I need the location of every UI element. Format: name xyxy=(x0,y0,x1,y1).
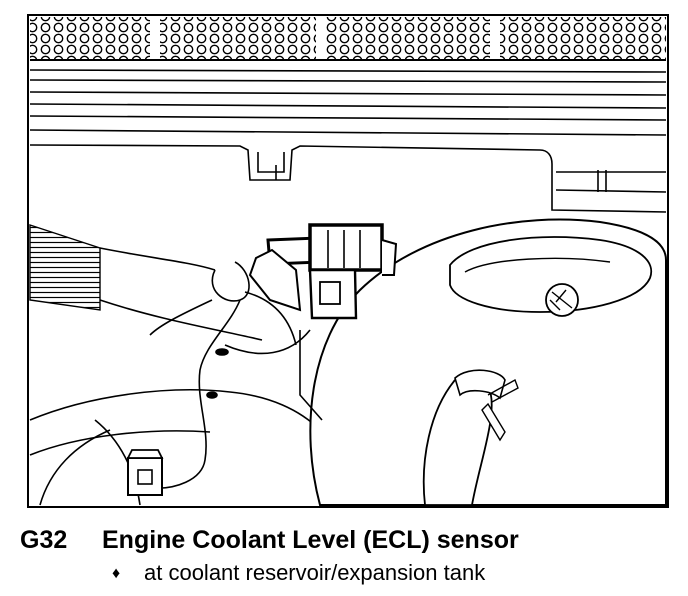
battery-block xyxy=(29,224,216,311)
front-panel-lines xyxy=(29,69,667,213)
small-plug xyxy=(126,449,164,496)
coolant-hose xyxy=(422,369,519,506)
location-text: at coolant reservoir/expansion tank xyxy=(144,560,486,585)
wiring-harness xyxy=(149,261,323,490)
coolant-reservoir xyxy=(309,218,667,506)
component-name: Engine Coolant Level (ECL) sensor xyxy=(102,526,519,554)
bullet-icon: ♦ xyxy=(112,565,121,582)
caption-detail: ♦ at coolant reservoir/expansion tank xyxy=(112,560,485,586)
caption-title: G32 Engine Coolant Level (ECL) sensor xyxy=(20,526,519,555)
component-code: G32 xyxy=(20,526,68,554)
radiator-grille xyxy=(30,17,666,61)
engine-contours xyxy=(29,299,321,506)
ecl-sensor-connector xyxy=(248,223,398,320)
